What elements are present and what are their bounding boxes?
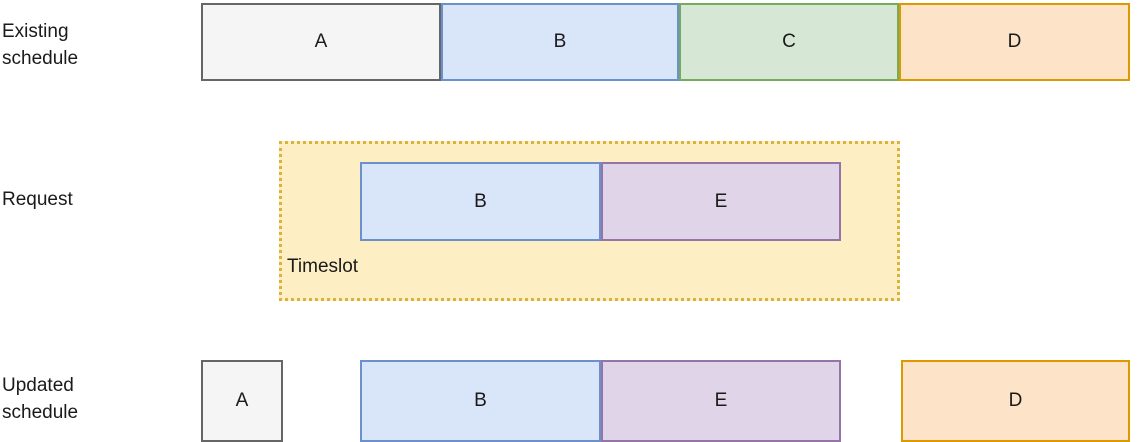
row-label-updated-schedule: Updated schedule — [2, 375, 79, 423]
block-request-b[interactable]: B — [360, 162, 601, 241]
row-label-existing-schedule: Existing schedule — [2, 21, 79, 69]
block-existing-schedule-a[interactable]: A — [201, 3, 441, 81]
block-existing-schedule-c[interactable]: C — [679, 3, 899, 81]
block-request-e[interactable]: E — [601, 162, 841, 241]
block-existing-schedule-d[interactable]: D — [899, 3, 1130, 81]
row-label-request: Request — [2, 189, 73, 210]
block-updated-schedule-a[interactable]: A — [201, 360, 283, 442]
timeslot-label: Timeslot — [287, 256, 359, 277]
block-updated-schedule-e[interactable]: E — [601, 360, 841, 442]
block-existing-schedule-b[interactable]: B — [441, 3, 679, 81]
block-updated-schedule-b[interactable]: B — [360, 360, 601, 442]
block-updated-schedule-d[interactable]: D — [901, 360, 1130, 442]
